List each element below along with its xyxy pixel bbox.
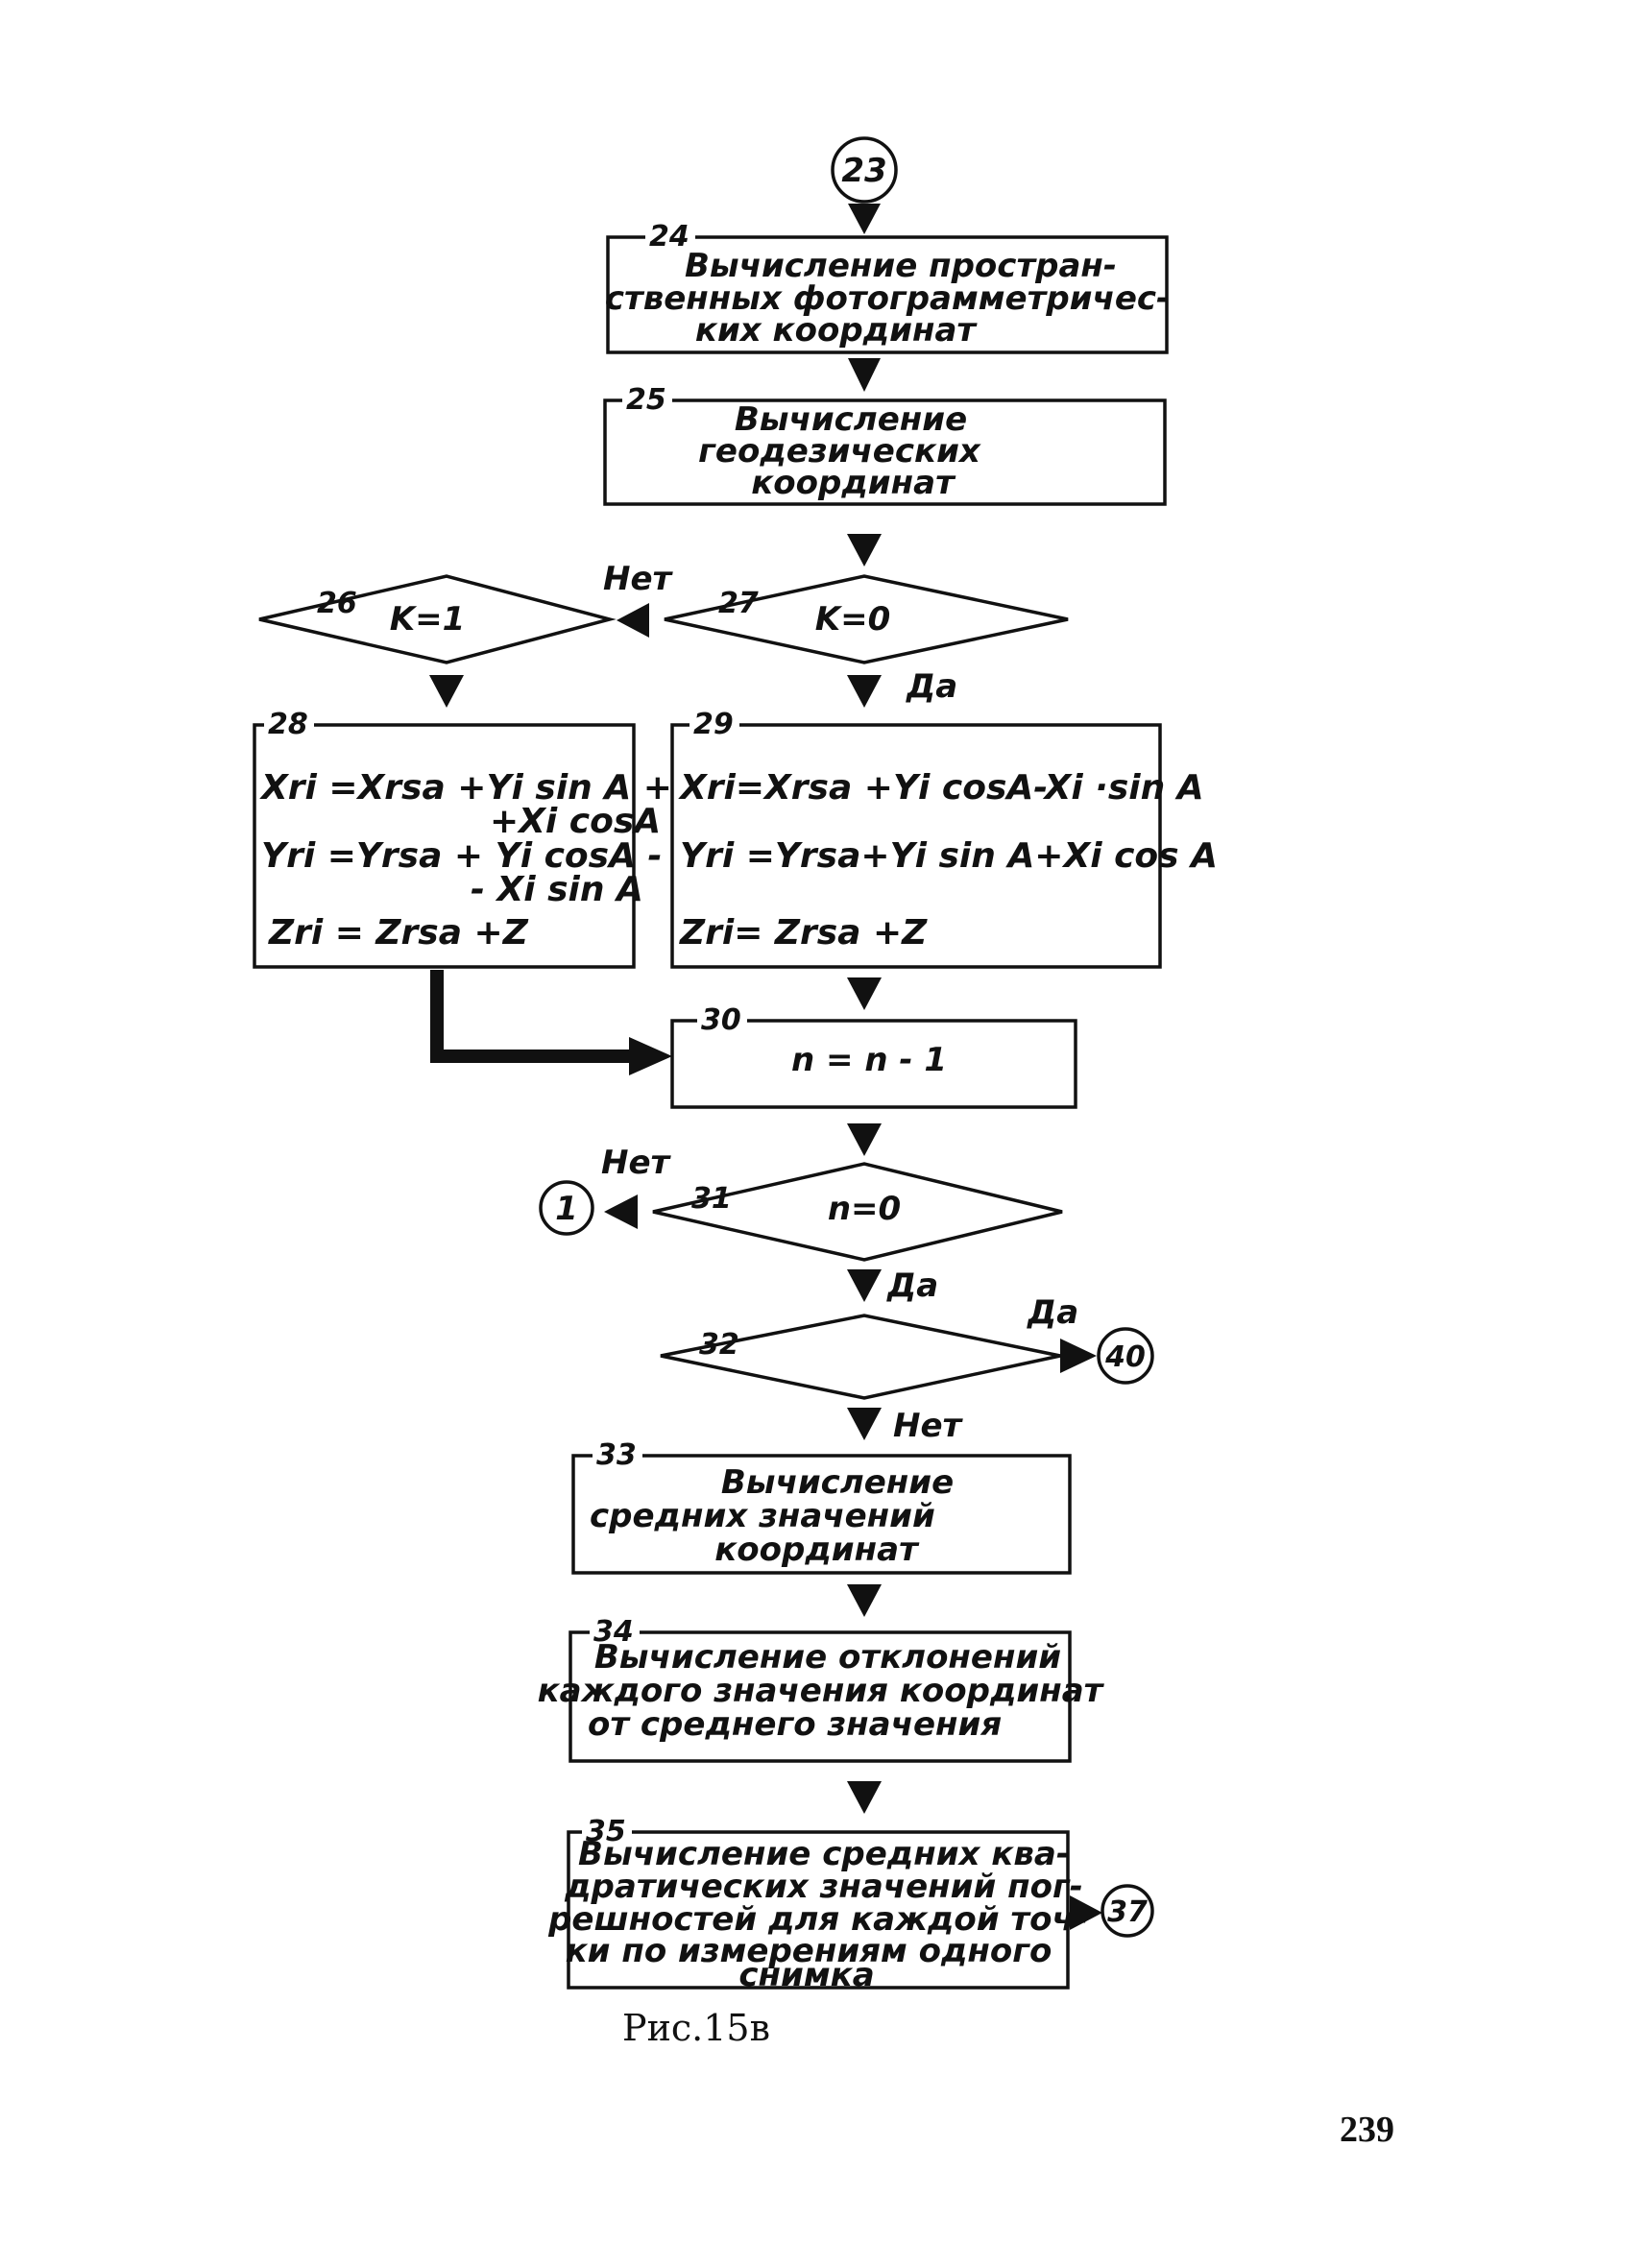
arrow-35-to-37 <box>1070 1895 1102 1930</box>
block-29: 29 Xri=Xrsa +Yi cosA-Xi ·sin A Yri =Yrsa… <box>670 708 1218 969</box>
arrow-31-to-32 <box>847 1269 882 1302</box>
block-25-line-1: Вычисление <box>735 400 967 439</box>
block-30: 30 n = n - 1 <box>670 1003 1077 1109</box>
arrow-33-to-34 <box>847 1584 882 1617</box>
arrow-27-to-26 <box>617 603 649 638</box>
arrow-25-to-27 <box>847 534 882 567</box>
branch-31-no: Нет <box>601 1144 672 1182</box>
decision-32-number: 32 <box>699 1328 739 1362</box>
block-28-formula-1: Xri =Xrsa +Yi sin A + <box>259 768 672 808</box>
block-35-line-5: снимка <box>738 1956 874 1994</box>
branch-32-no: Нет <box>893 1407 964 1445</box>
connector-40-label: 40 <box>1104 1340 1146 1374</box>
arrow-29-to-30 <box>847 977 882 1010</box>
arrow-28-to-30 <box>629 1037 672 1075</box>
block-34: 34 Вычисление отклонений каждого значени… <box>538 1615 1105 1763</box>
decision-32: 32 <box>660 1314 1061 1400</box>
branch-32-yes: Да <box>1027 1293 1078 1332</box>
block-25-number: 25 <box>626 383 666 417</box>
block-25-line-3: координат <box>751 464 956 502</box>
block-28-formula-1b: +Xi cosA <box>490 802 661 841</box>
block-34-line-1: Вычисление отклонений <box>594 1638 1061 1677</box>
branch-31-yes: Да <box>886 1267 938 1305</box>
decision-27: 27 K=0 <box>664 574 1069 664</box>
connector-23-label: 23 <box>841 152 886 190</box>
block-25-line-2: геодезических <box>698 432 981 470</box>
arrow-32-to-33 <box>847 1408 882 1440</box>
decision-26-condition: K=1 <box>390 600 466 639</box>
block-25: 25 Вычисление геодезических координат <box>603 383 1167 506</box>
arrow-30-to-31 <box>847 1123 882 1156</box>
branch-27-yes: Да <box>906 667 957 706</box>
block-24-number: 24 <box>649 220 689 253</box>
block-29-formula-3: Zri= Zrsa +Z <box>679 913 928 953</box>
decision-27-number: 27 <box>718 587 759 620</box>
connector-37-label: 37 <box>1107 1895 1148 1929</box>
decision-31: 31 n=0 <box>652 1162 1063 1262</box>
block-24-line-2: ственных фотограмметричес- <box>605 279 1170 318</box>
block-34-line-2: каждого значения координат <box>538 1672 1105 1710</box>
block-33: 33 Вычисление средних значений координат <box>571 1438 1072 1575</box>
block-24-line-1: Вычисление простран- <box>685 247 1117 285</box>
block-30-number: 30 <box>701 1003 741 1037</box>
block-35-number: 35 <box>586 1815 626 1848</box>
block-34-line-3: от среднего значения <box>588 1705 1002 1744</box>
decision-31-number: 31 <box>691 1182 732 1216</box>
page-number: 239 <box>1340 2110 1394 2150</box>
decision-27-condition: K=0 <box>815 600 891 639</box>
block-33-line-1: Вычисление <box>721 1463 954 1502</box>
arrow-34-to-35 <box>847 1781 882 1814</box>
block-28-formula-2: Yri =Yrsa + Yi cosA - <box>261 836 662 876</box>
block-35: 35 Вычисление средних ква- дратических з… <box>547 1815 1088 1994</box>
arrow-23-to-24 <box>848 204 881 234</box>
connector-1: 1 <box>539 1180 594 1236</box>
block-29-number: 29 <box>693 708 734 741</box>
block-35-line-4: ки по измерениям одного <box>566 1932 1052 1970</box>
block-24-line-3: ких координат <box>695 311 979 350</box>
arrow-27-to-29 <box>847 675 882 708</box>
connector-37: 37 <box>1101 1884 1154 1938</box>
arrow-24-to-25 <box>848 358 881 392</box>
connector-40: 40 <box>1097 1327 1154 1385</box>
block-24: 24 Вычисление простран- ственных фотогра… <box>605 220 1170 354</box>
block-33-line-3: координат <box>714 1531 920 1569</box>
decision-26: 26 K=1 <box>258 574 617 664</box>
block-28-formula-2b: - Xi sin A <box>471 870 643 909</box>
block-33-line-2: средних значений <box>590 1497 935 1535</box>
block-28-formula-3: Zri = Zrsa +Z <box>268 913 529 953</box>
branch-27-no: Нет <box>603 560 674 598</box>
block-34-number: 34 <box>593 1615 634 1649</box>
arrow-32-to-40 <box>1060 1339 1097 1373</box>
block-35-line-3: решностей для каждой точ- <box>547 1900 1088 1939</box>
block-29-formula-1: Xri=Xrsa +Yi cosA-Xi ·sin A <box>678 768 1204 808</box>
decision-31-condition: n=0 <box>828 1190 901 1228</box>
block-35-line-2: дратических значений пог- <box>564 1868 1083 1906</box>
figure-caption: Рис.15в <box>622 2007 770 2049</box>
arrow-26-to-28 <box>429 675 464 708</box>
connector-23: 23 <box>831 136 898 204</box>
block-30-text: n = n - 1 <box>791 1041 947 1079</box>
block-33-number: 33 <box>596 1438 637 1472</box>
block-28: 28 Xri =Xrsa +Yi sin A + +Xi cosA Yri =Y… <box>253 708 672 969</box>
block-28-number: 28 <box>268 708 308 741</box>
block-29-formula-2: Yri =Yrsa+Yi sin A+Xi cos A <box>680 836 1218 876</box>
connector-1-label: 1 <box>555 1190 578 1228</box>
flow-28-to-30 <box>430 970 634 1063</box>
arrow-31-to-1 <box>604 1194 638 1229</box>
block-35-line-1: Вычисление средних ква- <box>578 1835 1070 1873</box>
decision-26-number: 26 <box>317 587 357 620</box>
